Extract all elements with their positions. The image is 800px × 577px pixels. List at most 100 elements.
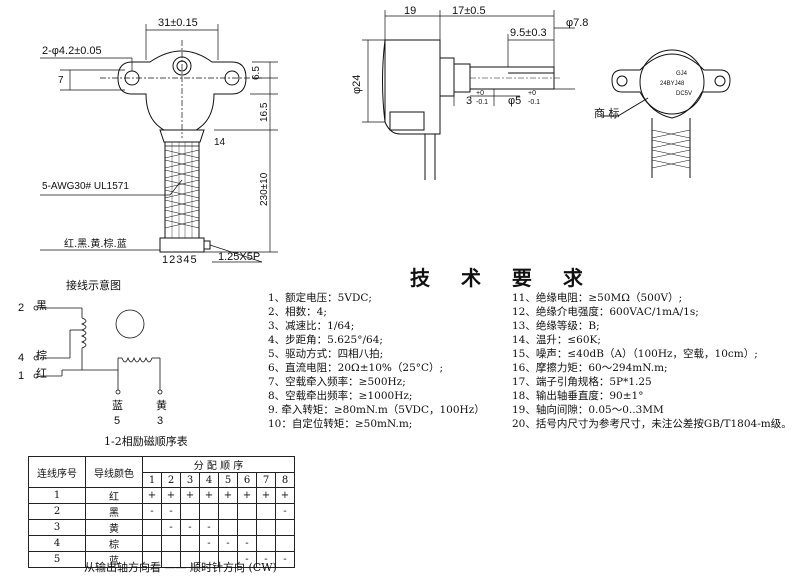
dim-17: 17±0.5 [452, 5, 486, 17]
spec-item: 4、步距角：5.625°/64; [268, 334, 383, 346]
polarity-cell [180, 535, 200, 552]
wire-spec: 5-AWG30# UL1571 [42, 181, 129, 192]
polarity-cell: - [180, 519, 200, 536]
polarity-cell [237, 519, 257, 536]
polarity-cell [275, 535, 295, 552]
spec-item: 6、直流电阻：20Ω±10%（25°C）; [268, 362, 444, 374]
row-color: 棕 [85, 535, 143, 552]
step-header: 3 [180, 472, 200, 488]
polarity-cell [142, 519, 162, 536]
polarity-cell: - [199, 519, 219, 536]
spec-item: 8、空载牵出频率：≥1000Hz; [268, 390, 413, 402]
wiring-title: 接线示意图 [66, 279, 121, 292]
wiring-schematic [33, 305, 163, 395]
polarity-cell: - [161, 519, 181, 536]
dim-3-tol-upper: +0 [476, 90, 484, 97]
dim-6-5: 6.5 [251, 66, 262, 80]
dim-14: 14 [214, 137, 226, 148]
dim-dia-5-tol-upper: +0 [528, 90, 536, 97]
spec-item: 20、括号内尺寸为参考尺寸，未注公差按GB/T1804-m级。 [512, 418, 792, 430]
row-number: 5 [28, 551, 86, 568]
wire-num-2: 2 [18, 302, 25, 314]
dim-dia-5-tol-lower: -0.1 [528, 99, 541, 106]
polarity-cell: - [161, 503, 181, 520]
spec-item: 13、绝缘等级：B; [512, 320, 600, 332]
dim-230: 230±10 [259, 172, 270, 206]
motor-code-text: GJ4 [676, 71, 688, 77]
header-dist: 分 配 顺 序 [142, 456, 295, 473]
dim-dia-24: φ24 [351, 74, 363, 94]
polarity-cell [142, 535, 162, 552]
spec-item: 7、空载牵入频率：≥500Hz; [268, 376, 406, 388]
front-view-dimensions [40, 24, 278, 263]
spec-item: 11、绝缘电阻：≥50MΩ（500V）; [512, 292, 683, 304]
motor-model-text: 24BYJ48 [660, 81, 685, 87]
row-number: 3 [28, 519, 86, 536]
step-header: 1 [142, 472, 162, 488]
label-plate-text: 24BYJ48 DC5V GJ4 [660, 71, 692, 97]
dim-3-tol-lower: -0.1 [476, 99, 489, 106]
polarity-cell [275, 519, 295, 536]
wire-num-3: 3 [157, 415, 164, 427]
polarity-cell: + [142, 487, 162, 504]
spec-item: 3、减速比：1/64; [268, 320, 355, 332]
dim-7: 7 [58, 75, 64, 86]
polarity-cell: - [275, 551, 295, 568]
wire-color-blue: 蓝 [112, 399, 123, 412]
spec-item: 15、噪声：≤40dB（A）（100Hz，空载，10cm）; [512, 348, 758, 360]
polarity-cell: + [256, 487, 276, 504]
polarity-cell [237, 503, 257, 520]
polarity-cell [218, 519, 238, 536]
polarity-cell [180, 503, 200, 520]
connector-spec: 1.25X5P [218, 251, 261, 263]
spec-item: 18、输出轴垂直度：90±1° [512, 390, 644, 402]
spec-item: 5、驱动方式：四相八拍; [268, 348, 384, 360]
spec-item: 10：自定位转矩：≥50mN.m; [268, 418, 413, 430]
polarity-cell: + [180, 487, 200, 504]
front-view-motor [100, 40, 262, 253]
spec-item: 12、绝缘介电强度：600VAC/1mA/1s; [512, 306, 699, 318]
polarity-cell [256, 535, 276, 552]
dim-9-5: 9.5±0.3 [510, 27, 547, 39]
polarity-cell [161, 535, 181, 552]
dim-31: 31±0.15 [158, 17, 198, 29]
row-color: 黄 [85, 519, 143, 536]
row-number: 1 [28, 487, 86, 504]
wire-num-5: 5 [114, 415, 121, 427]
wire-color-yellow: 黄 [156, 399, 167, 412]
dim-16-5: 16.5 [259, 102, 270, 122]
header-color: 导线颜色 [85, 456, 143, 488]
spec-item: 17、端子引角规格：5P*1.25 [512, 376, 652, 388]
wire-color-brown: 棕 [36, 349, 47, 362]
step-header: 2 [161, 472, 181, 488]
wire-num-1: 1 [18, 370, 25, 382]
dim-dia-5: φ5 [508, 95, 522, 107]
dim-3: 3 [466, 95, 473, 107]
trademark-label: 商 标 [594, 107, 620, 120]
specs-left-list: 1、额定电压：5VDC; 2、相数：4; 3、减速比：1/64; 4、步距角：5… [268, 291, 485, 431]
polarity-cell: - [275, 503, 295, 520]
polarity-cell: + [275, 487, 295, 504]
label-view-motor [600, 49, 731, 178]
side-view-dimensions [362, 10, 575, 123]
step-header: 7 [256, 472, 276, 488]
polarity-cell: + [161, 487, 181, 504]
row-color: 蓝 [85, 551, 143, 568]
dim-19: 19 [404, 5, 417, 17]
polarity-cell: - [218, 535, 238, 552]
row-color: 黑 [85, 503, 143, 520]
spec-item: 14、温升：≤60K; [512, 334, 601, 346]
polarity-cell [199, 503, 219, 520]
polarity-cell: + [199, 487, 219, 504]
row-color: 红 [85, 487, 143, 504]
dim-hole: 2-φ4.2±0.05 [42, 45, 102, 57]
header-conn: 连线序号 [28, 456, 86, 488]
step-header: 6 [237, 472, 257, 488]
polarity-cell [256, 519, 276, 536]
